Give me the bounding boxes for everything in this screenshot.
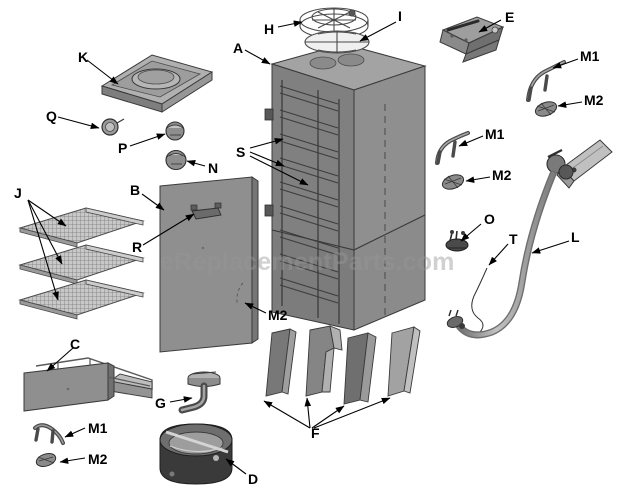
callout-label-B: B [130,182,141,198]
grate-bottom [18,279,145,320]
leader-A [244,49,271,65]
leg-4 [387,326,421,397]
part-handle-bracket-lower-left [33,423,65,445]
leader-P [129,133,166,147]
callout-label-M1-right-upper: M1 [580,48,600,64]
leader-B [141,193,165,211]
leader-lines [27,19,583,475]
callout-label-P: P [118,140,128,156]
leader-R [142,213,195,246]
leader-F1 [263,400,311,429]
callout-label-D: D [248,471,259,487]
leader-F4 [313,397,391,429]
callout-label-N: N [208,160,219,176]
part-door-handle [190,202,222,220]
leader-M2c [557,101,583,108]
part-control-knob-p [165,121,185,141]
part-access-drawer [23,357,153,412]
leg-1 [265,328,297,397]
leader-M1b [552,58,579,69]
part-cooking-grate-set [18,207,145,320]
leader-C [46,347,74,372]
part-handle-bracket-right-upper [526,60,566,102]
callout-label-M2-right-lower: M2 [492,167,512,183]
part-handle-bracket-right-lower [435,131,470,165]
vent-hole-right [337,53,365,67]
leader-M1c [458,135,484,147]
leader-J1 [27,199,67,227]
hinge-lower [264,204,274,217]
callout-label-J: J [14,185,22,201]
leader-S3 [249,155,309,186]
part-heat-shield [439,16,505,63]
leader-H [277,20,303,28]
leader-I [359,21,397,42]
leader-M2d [465,176,491,183]
leader-T [488,243,509,266]
part-temperature-gauge [101,118,125,136]
leg-3 [343,332,377,405]
callout-label-M2: M2 [88,451,108,467]
leader-G [169,396,193,403]
callout-label-T: T [509,231,518,247]
part-screw-nut-right-lower [441,174,465,190]
leader-J3 [27,199,59,301]
part-igniter-assembly [445,230,469,252]
callout-label-A: A [233,40,244,56]
part-smoker-body [264,43,427,331]
part-top-cover-pan [100,54,214,113]
callout-label-G: G [155,395,166,411]
part-damper-plate [304,30,370,54]
leader-J2 [27,199,63,265]
callout-label-L: L [571,229,580,245]
grate-middle [18,244,145,285]
hose-end-fitting [446,309,465,329]
callout-label-I: I [398,8,402,24]
callout-label-M1-right-lower: M1 [485,126,505,142]
part-leg-set [265,325,421,405]
vent-hole-left [309,56,337,70]
part-hose-regulator [446,139,613,339]
callout-label-C: C [70,336,81,352]
rack-support-rails [279,85,339,304]
part-screw-nut-right-upper [534,101,558,117]
callout-label-R: R [132,239,143,255]
leader-F3 [311,405,345,429]
callout-label-M2-door: M2 [268,307,288,323]
leader-M2 [59,457,86,464]
part-control-knob-n [165,149,187,171]
leader-K [86,59,119,85]
callout-label-F: F [311,425,320,441]
leg-2 [305,325,343,397]
leader-N [186,160,206,167]
leader-M2b [244,302,267,314]
part-burner-venturi-tube [178,371,221,414]
leader-S2 [249,151,285,167]
callout-label-H: H [264,21,275,37]
callout-label-E: E [505,9,515,25]
part-screw-nut-lower-left [35,453,57,467]
callout-label-M1: M1 [88,420,108,436]
leader-E [478,19,502,33]
callout-label-Q: Q [46,108,57,124]
hinge-upper [264,108,274,121]
part-main-door [159,176,259,353]
callout-label-O: O [484,211,495,227]
leader-D [225,458,247,475]
leader-O [460,223,482,242]
grate-top [18,207,145,248]
leader-M1 [64,427,86,438]
callout-label-M2-right-upper: M2 [584,92,604,108]
leader-S1 [249,137,284,149]
part-igniter-wire [471,267,488,335]
part-water-pan [159,423,233,485]
leader-L [531,240,570,254]
leader-Q [57,116,100,130]
leader-F2 [304,397,312,429]
callout-label-S: S [236,144,246,160]
callout-label-K: K [78,49,89,65]
